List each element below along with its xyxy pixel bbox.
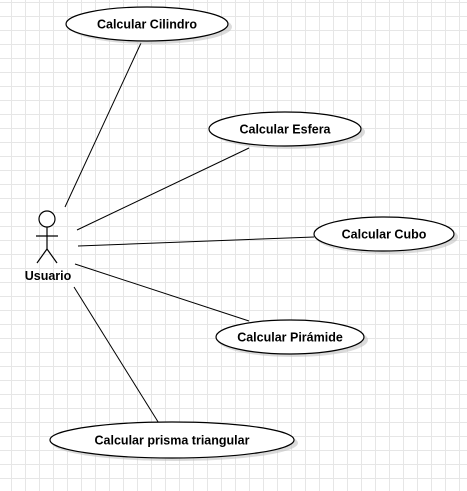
actor-left-leg (36, 248, 48, 264)
actor-right-leg (46, 248, 58, 264)
usecase-label: Calcular Cubo (342, 228, 427, 242)
usecase-ellipse (208, 111, 362, 147)
usecase-calcular-cilindro[interactable]: Calcular Cilindro (65, 6, 232, 44)
usecase-label: Calcular prisma triangular (95, 434, 250, 448)
actor-head (38, 210, 56, 228)
association-cubo (77, 236, 315, 247)
actor-label: Usuario (25, 269, 72, 283)
usecase-label: Calcular Esfera (239, 123, 331, 137)
usecase-calcular-cubo[interactable]: Calcular Cubo (313, 216, 458, 254)
usecase-label: Calcular Pirámide (237, 331, 343, 345)
association-esfera (76, 147, 250, 231)
usecase-ellipse (65, 6, 229, 42)
usecase-calcular-esfera[interactable]: Calcular Esfera (208, 111, 365, 149)
usecase-ellipse (215, 319, 365, 355)
association-prisma (73, 286, 161, 426)
usecase-calcular-piramide[interactable]: Calcular Pirámide (215, 319, 368, 357)
usecase-ellipse (49, 421, 295, 459)
actor-usuario[interactable]: Usuario (25, 210, 72, 283)
association-cilindro (64, 42, 142, 208)
usecase-ellipse (313, 216, 455, 252)
usecase-label: Calcular Cilindro (97, 18, 197, 32)
usecase-calcular-prisma-triangular[interactable]: Calcular prisma triangular (49, 421, 298, 461)
association-piramide (74, 263, 250, 322)
